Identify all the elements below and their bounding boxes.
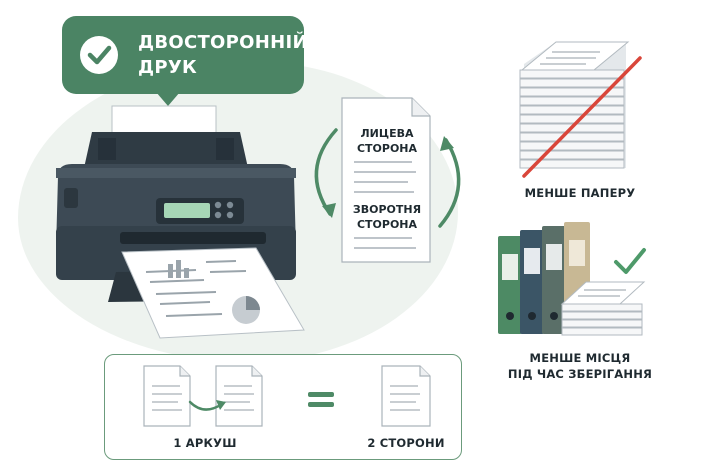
less-space-line2: ПІД ЧАС ЗБЕРІГАННЯ <box>507 367 653 381</box>
strike-line <box>522 56 642 178</box>
front-side-label: ЛИЦЕВА СТОРОНА <box>344 126 430 156</box>
less-paper-label: МЕНШЕ ПАПЕРУ <box>524 186 636 200</box>
check-icon <box>614 248 646 274</box>
back-side-line1: ЗВОРОТНЯ <box>352 203 422 216</box>
badge-title-line1: ДВОСТОРОННІЙ <box>138 32 308 53</box>
equals-sign <box>308 392 334 397</box>
badge-pointer <box>156 92 180 106</box>
back-side-line2: СТОРОНА <box>356 218 418 231</box>
check-icon <box>80 36 118 74</box>
front-side-line2: СТОРОНА <box>356 142 418 155</box>
front-side-line1: ЛИЦЕВА <box>360 127 414 140</box>
duplex-badge: ДВОСТОРОННІЙ ДРУК <box>62 16 308 94</box>
badge-title: ДВОСТОРОННІЙ ДРУК <box>138 30 308 80</box>
less-space-line1: МЕНШЕ МІСЦЯ <box>529 351 631 365</box>
less-space-label: МЕНШЕ МІСЦЯ ПІД ЧАС ЗБЕРІГАННЯ <box>490 350 670 382</box>
badge-title-line2: ДРУК <box>138 57 198 78</box>
one-sheet-label: 1 АРКУШ <box>173 436 237 450</box>
back-side-label: ЗВОРОТНЯ СТОРОНА <box>344 202 430 232</box>
two-sides-label: 2 СТОРОНИ <box>367 436 445 450</box>
